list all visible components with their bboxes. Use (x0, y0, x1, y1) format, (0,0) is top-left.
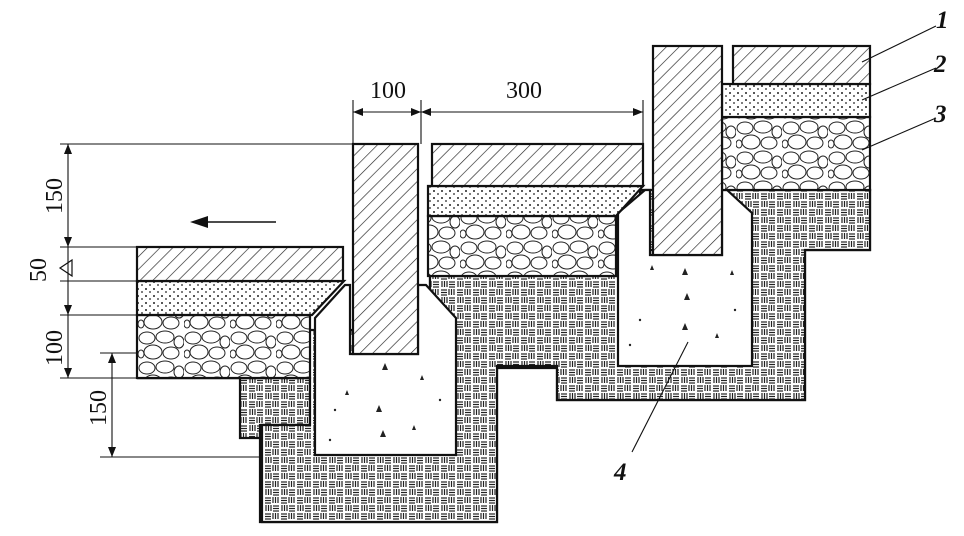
top-dimension-lines (352, 100, 644, 144)
dim-width-100: 100 (370, 78, 406, 104)
paving-slab-right (731, 44, 872, 86)
paving-slab-middle (430, 142, 645, 188)
concrete-speckles (328, 265, 737, 442)
callout-1: 1 (936, 7, 949, 34)
curb-stone-left (351, 142, 420, 356)
dim-width-300: 300 (506, 78, 542, 104)
callout-4: 4 (613, 459, 627, 486)
callout-leaders (631, 25, 937, 453)
dim-height-100: 100 (42, 330, 68, 366)
gravel-layer-right (720, 115, 872, 192)
dim-height-150-top: 150 (42, 178, 68, 214)
left-dimension-lines (58, 143, 353, 458)
flow-arrow (190, 216, 276, 228)
sand-layer-right (720, 82, 872, 119)
callout-3: 3 (933, 101, 947, 128)
callout-2: 2 (933, 51, 947, 78)
dim-height-50: 50 (26, 258, 52, 282)
gravel-layer-middle (426, 214, 618, 278)
dim-height-150-bottom: 150 (86, 390, 112, 426)
gravel-layer-left (135, 313, 312, 380)
sand-layer-left (135, 279, 347, 317)
curb-stone-right (651, 44, 724, 257)
sand-layer-middle (426, 184, 646, 218)
paving-slab-left (135, 245, 345, 283)
